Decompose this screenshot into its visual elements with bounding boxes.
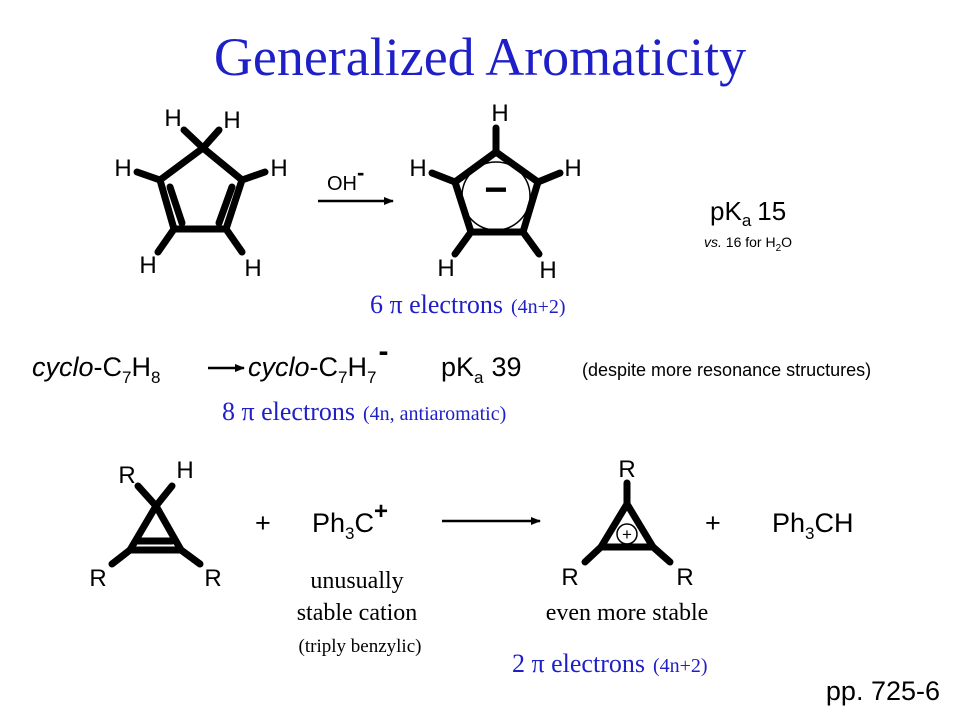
atom-h-label: H bbox=[270, 155, 287, 182]
atom-h-label: H bbox=[539, 257, 556, 284]
atom-h-label: H bbox=[114, 155, 131, 182]
cyclopentadienyl-anion-structure bbox=[428, 124, 564, 258]
cation-charge-circle bbox=[616, 523, 638, 545]
pka-comparison-note: vs. 16 for H2O bbox=[704, 234, 792, 254]
atom-h-label: H bbox=[491, 100, 508, 127]
trityl-cation-formula: Ph3C+ bbox=[312, 498, 388, 543]
plus-sign: + bbox=[705, 508, 721, 538]
atom-h-label: H bbox=[139, 252, 156, 279]
reagent-label: OH- bbox=[327, 160, 364, 195]
cycloheptatriene-formula: cyclo-C7H8 bbox=[32, 352, 160, 387]
atom-h-label: H bbox=[409, 155, 426, 182]
triphenylmethane-formula: Ph3CH bbox=[772, 508, 854, 543]
atom-h-label: H bbox=[244, 255, 261, 282]
cyclopropenyl-ring bbox=[597, 500, 657, 551]
atom-h-label: H bbox=[164, 105, 181, 132]
cation-note-line-2: stable cation bbox=[297, 600, 418, 626]
atom-h-label: H bbox=[564, 155, 581, 182]
cyclopropenyl-cation-structure bbox=[581, 479, 674, 566]
substituent-r-label: R bbox=[676, 564, 693, 591]
resonance-note: (despite more resonance structures) bbox=[582, 360, 871, 380]
plus-sign: + bbox=[255, 508, 271, 538]
page-reference: pp. 725-6 bbox=[826, 676, 940, 706]
eight-pi-electrons-label: 8 π electrons(4n, antiaromatic) bbox=[222, 397, 506, 426]
cyclopropene-ring bbox=[126, 502, 185, 554]
atom-h-label: H bbox=[437, 255, 454, 282]
substituent-r-label: R bbox=[618, 456, 635, 483]
six-pi-electrons-label: 6 π electrons(4n+2) bbox=[370, 290, 566, 319]
anion-ring bbox=[451, 148, 542, 236]
slide-title: Generalized Aromaticity bbox=[213, 27, 747, 87]
substituent-r-label: R bbox=[561, 564, 578, 591]
substituent-r-label: R bbox=[204, 565, 221, 592]
double-bond-left bbox=[166, 183, 186, 227]
cyclopentadiene-structure bbox=[133, 126, 269, 256]
atom-h-label: H bbox=[223, 107, 240, 134]
cycloheptatrienyl-anion-formula: cyclo-C7H7- bbox=[248, 335, 388, 387]
two-pi-electrons-label: 2 π electrons(4n+2) bbox=[512, 649, 708, 678]
anion-charge: − bbox=[484, 168, 507, 212]
triaryl-cyclopropene-structure bbox=[108, 482, 204, 568]
cation-note-line-1: unusually bbox=[310, 568, 403, 594]
substituent-h-label: H bbox=[176, 457, 193, 484]
cation-charge-symbol: + bbox=[622, 525, 632, 544]
cation-note-small: (triply benzylic) bbox=[299, 636, 422, 657]
product-stability-note: even more stable bbox=[546, 600, 709, 626]
substituent-r-label: R bbox=[118, 462, 135, 489]
substituent-r-label: R bbox=[89, 565, 106, 592]
cyclopentadiene-ring bbox=[156, 144, 246, 233]
aromatic-circle bbox=[461, 161, 531, 231]
double-bond-right bbox=[215, 183, 236, 227]
